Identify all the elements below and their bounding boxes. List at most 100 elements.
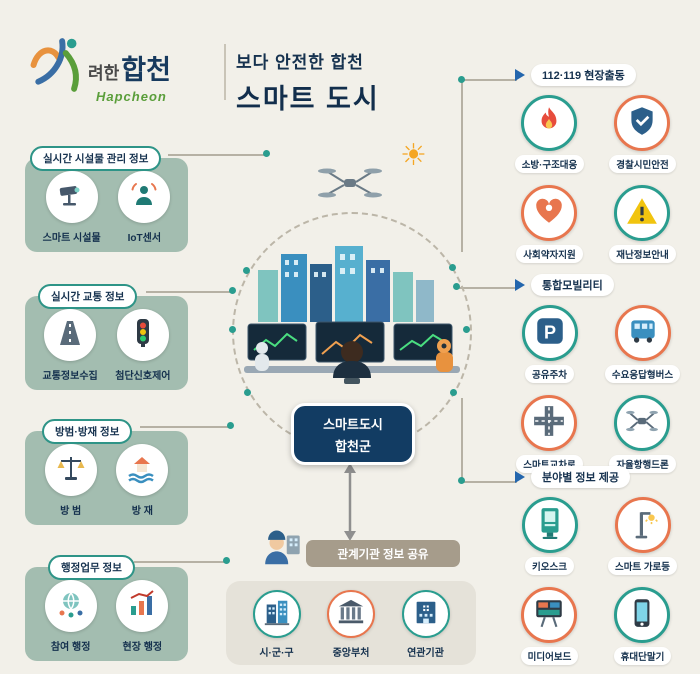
item-label: 재난정보안내 bbox=[609, 245, 676, 263]
item-label: 휴대단말기 bbox=[613, 647, 672, 665]
connector-dot bbox=[453, 283, 460, 290]
connector-dot bbox=[227, 422, 234, 429]
right-section-dispatch: 112·119 현장출동 소방·구조대응 경찰시민안전 사회약자지원 재난정보안… bbox=[503, 64, 689, 263]
streetlight-icon bbox=[626, 506, 660, 545]
arrow-right-icon bbox=[515, 471, 525, 483]
page-title: 보다 안전한 합천 스마트 도시 bbox=[236, 48, 380, 116]
logo-text-prefix: 려한 bbox=[88, 64, 120, 83]
connector-dot bbox=[223, 557, 230, 564]
connector-dot bbox=[263, 150, 270, 157]
item-label: 현장 행정 bbox=[122, 642, 163, 653]
right-section-title: 통합모빌리티 bbox=[531, 274, 614, 296]
item-circle bbox=[614, 305, 671, 361]
hub-line1: 스마트도시 bbox=[323, 416, 383, 432]
connector-dot bbox=[243, 267, 250, 274]
officer-icon bbox=[258, 524, 304, 570]
item-circle bbox=[116, 309, 169, 361]
connector-dot bbox=[229, 287, 236, 294]
item-circle bbox=[44, 444, 97, 496]
left-section-safety-panel: 방 범 방 재 bbox=[25, 431, 188, 525]
item-circle bbox=[614, 587, 671, 643]
info-item: 첨단신호제어 bbox=[115, 309, 170, 382]
info-item: IoT센서 bbox=[118, 171, 171, 244]
arrow-right-icon bbox=[515, 69, 525, 81]
info-item: 미디어보드 bbox=[520, 587, 579, 665]
item-label: 사회약자지원 bbox=[516, 245, 583, 263]
connector-line bbox=[461, 398, 463, 482]
item-label: 연관기관 bbox=[407, 648, 444, 659]
mobile-phone-icon bbox=[625, 596, 659, 635]
connector-dot bbox=[229, 326, 236, 333]
item-circle bbox=[44, 580, 97, 632]
left-section-traffic-panel: 교통정보수집 첨단신호제어 bbox=[25, 296, 188, 390]
scales-icon bbox=[55, 452, 87, 489]
flood-icon bbox=[126, 452, 158, 489]
item-label: 스마트 가로등 bbox=[607, 557, 678, 575]
connector-line bbox=[140, 426, 230, 428]
logo-text-block: 려한 합천 Hapcheon bbox=[88, 34, 171, 104]
info-item: 참여 행정 bbox=[44, 580, 97, 653]
item-circle bbox=[614, 185, 671, 241]
drone-icon bbox=[318, 168, 382, 198]
item-label: 시·군·구 bbox=[259, 648, 294, 659]
kiosk-icon bbox=[533, 506, 567, 545]
agency-share-panel: 시·군·구 중앙부처 연관기관 bbox=[226, 581, 476, 665]
item-label: 방 재 bbox=[131, 506, 153, 517]
item-label: 키오스크 bbox=[525, 557, 574, 575]
item-label: 참여 행정 bbox=[50, 642, 91, 653]
intersection-icon bbox=[532, 404, 566, 443]
info-item: 스마트 시설물 bbox=[43, 171, 101, 244]
item-circle bbox=[401, 590, 450, 638]
item-label: IoT센서 bbox=[127, 233, 162, 244]
chart-icon bbox=[126, 588, 158, 625]
item-circle bbox=[614, 95, 671, 151]
right-section-header: 112·119 현장출동 bbox=[515, 64, 689, 86]
info-item: 휴대단말기 bbox=[613, 587, 672, 665]
left-section-admin-header: 행정업무 정보 bbox=[48, 555, 135, 580]
item-label: 중앙부처 bbox=[332, 648, 370, 659]
item-label: 공유주차 bbox=[525, 365, 574, 383]
info-item: 중앙부처 bbox=[327, 590, 375, 659]
media-board-icon bbox=[532, 596, 566, 635]
item-label: 교통정보수집 bbox=[42, 371, 98, 382]
logo-text-hapcheon: 합천 bbox=[121, 55, 171, 85]
item-circle bbox=[45, 171, 98, 223]
smart-city-hub-box: 스마트도시 합천군 bbox=[291, 403, 415, 465]
info-item: 수요응답형버스 bbox=[604, 305, 681, 383]
connector-dot bbox=[463, 326, 470, 333]
police-shield-icon bbox=[625, 104, 659, 143]
right-section-title: 112·119 현장출동 bbox=[531, 64, 636, 86]
info-item: 스마트교차로 bbox=[516, 395, 583, 473]
info-item: P 공유주차 bbox=[521, 305, 578, 383]
info-item: 재난정보안내 bbox=[609, 185, 676, 263]
road-icon bbox=[54, 317, 86, 354]
info-item: 키오스크 bbox=[521, 497, 578, 575]
info-item: 교통정보수집 bbox=[43, 309, 98, 382]
info-item: 사회약자지원 bbox=[516, 185, 583, 263]
arrow-right-icon bbox=[515, 279, 525, 291]
left-section-safety-header: 방범·방재 정보 bbox=[42, 419, 133, 444]
connector-line bbox=[461, 80, 463, 252]
connector-dot bbox=[244, 389, 251, 396]
item-circle bbox=[252, 590, 301, 638]
connector-dot bbox=[458, 76, 465, 83]
connector-line bbox=[168, 154, 266, 156]
sun-icon: ☀ bbox=[400, 139, 427, 172]
item-circle bbox=[521, 587, 578, 643]
traffic-light-icon bbox=[127, 317, 159, 354]
right-section-header: 통합모빌리티 bbox=[515, 274, 689, 296]
agency-building-icon bbox=[411, 597, 441, 632]
info-item: 경찰시민안전 bbox=[609, 95, 676, 173]
title-subtitle: 보다 안전한 합천 bbox=[236, 53, 364, 72]
item-circle bbox=[614, 497, 671, 553]
left-section-facility-panel: 스마트 시설물 IoT센서 bbox=[25, 158, 188, 252]
item-circle bbox=[521, 395, 578, 451]
info-item: 시·군·구 bbox=[252, 590, 301, 659]
info-item: 방 재 bbox=[116, 444, 169, 517]
item-circle: P bbox=[521, 305, 578, 361]
right-section-header: 분야별 정보 제공 bbox=[515, 466, 689, 488]
connector-line bbox=[458, 287, 516, 289]
info-item: 소방·구조대응 bbox=[514, 95, 585, 173]
connector-line bbox=[134, 561, 226, 563]
